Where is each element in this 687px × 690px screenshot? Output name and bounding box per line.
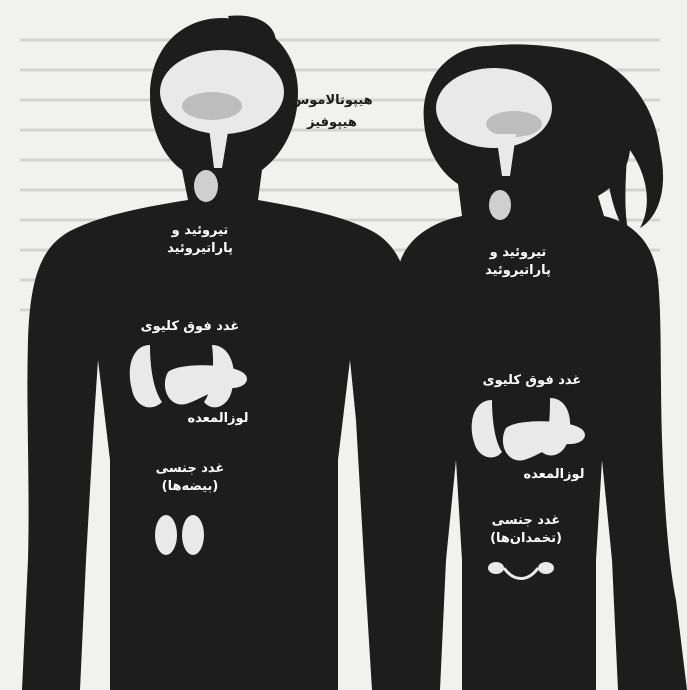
male-cerebellum bbox=[182, 92, 242, 120]
female-thyroid bbox=[489, 190, 511, 220]
male-label-gonads-line2: (بیضه‌ها) bbox=[130, 478, 250, 495]
label-pituitary: هیپوفیز bbox=[282, 114, 382, 131]
female-cerebellum bbox=[486, 111, 542, 137]
male-label-pancreas: لوزالمعده bbox=[168, 410, 268, 427]
female-label-thyroid-line1: تیروئید و bbox=[458, 244, 578, 261]
male-label-thyroid-line2: پاراتیروئید bbox=[140, 240, 260, 257]
male-thyroid bbox=[194, 170, 218, 202]
female-label-pancreas: لوزالمعده bbox=[504, 466, 604, 483]
male-testis-right bbox=[155, 515, 177, 555]
female-label-thyroid-line2: پاراتیروئید bbox=[458, 262, 578, 279]
female-ovary-right bbox=[488, 562, 504, 574]
male-label-adrenal: غدد فوق کلیوی bbox=[120, 318, 260, 335]
female-label-gonads-line1: غدد جنسی bbox=[466, 512, 586, 529]
label-hypothalamus: هیپوتالاموس bbox=[272, 92, 392, 109]
male-label-thyroid-line1: تیروئید و bbox=[140, 222, 260, 239]
male-testis-left bbox=[182, 515, 204, 555]
female-label-gonads-line2: (تخمدان‌ها) bbox=[466, 530, 586, 547]
female-label-adrenal: غدد فوق کلیوی bbox=[462, 372, 602, 389]
female-brain bbox=[436, 68, 552, 148]
male-label-gonads-line1: غدد جنسی bbox=[130, 460, 250, 477]
female-ovary-left bbox=[538, 562, 554, 574]
